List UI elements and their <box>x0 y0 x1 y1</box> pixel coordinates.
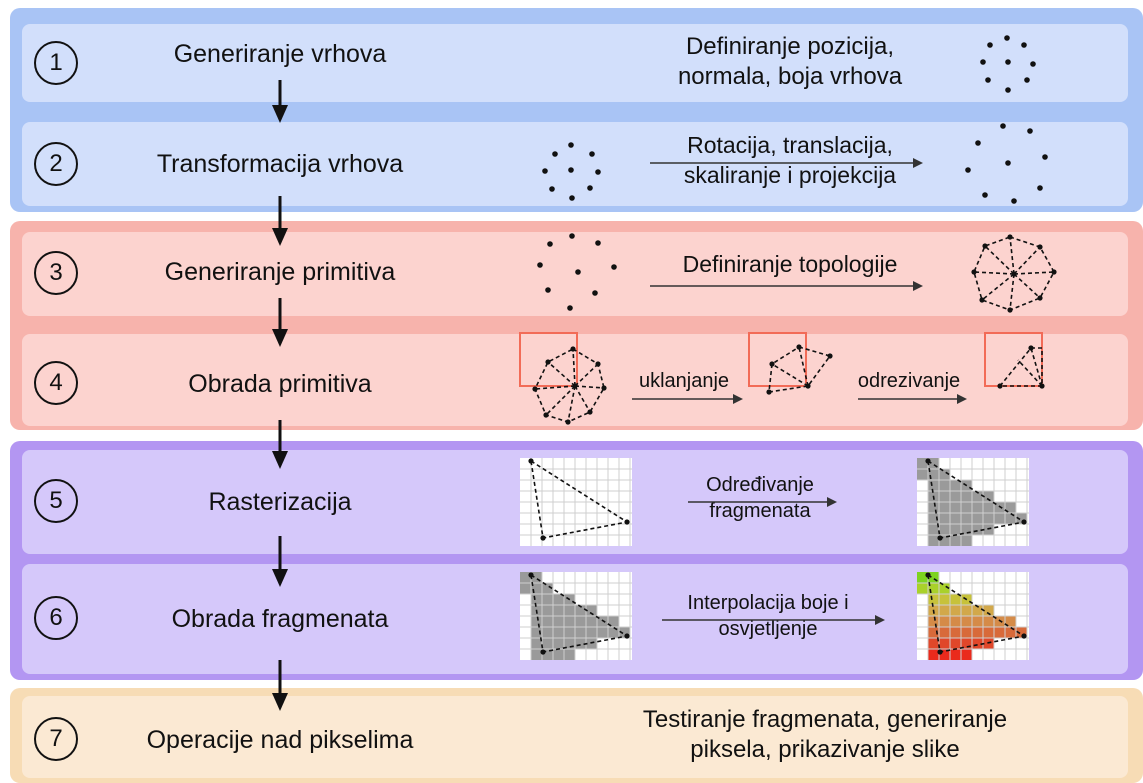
step-label-5: Rasterizacija <box>208 488 352 516</box>
step-number-2: 2 <box>34 142 78 186</box>
step-row-7 <box>22 696 1128 778</box>
fragment-grid-before <box>520 572 632 660</box>
step-description-6: Interpolacija boje i osvjetljenje <box>658 590 878 642</box>
step-label-4: Obrada primitiva <box>188 370 372 398</box>
step-description-3: Definiranje topologije <box>682 251 898 277</box>
clip-box-a <box>519 332 578 387</box>
topology-vertices <box>971 234 1057 313</box>
step-number-4: 4 <box>34 361 78 405</box>
step-description-2: Rotacija, translacija, skaliranje i proj… <box>620 130 960 190</box>
step-description-5: Određivanje fragmenata <box>680 472 840 524</box>
step-label-2: Transformacija vrhova <box>156 150 404 178</box>
step-number-5: 5 <box>34 479 78 523</box>
vertex-cloud-1 <box>980 35 1036 93</box>
vertex-cloud-2b <box>965 123 1048 204</box>
step-row-1 <box>22 24 1128 102</box>
step-description-4a: uklanjanje <box>638 370 730 392</box>
step-description-5-text: Određivanje fragmenata <box>706 474 814 522</box>
step-description-2-text: Rotacija, translacija, skaliranje i proj… <box>683 132 897 188</box>
step-label-3: Generiranje primitiva <box>164 258 396 286</box>
step-description-1: Definiranje pozicija, normala, boja vrho… <box>600 32 980 92</box>
step-description-7-text: Testiranje fragmenata, generiranje pikse… <box>642 706 1008 763</box>
vertex-cloud-2a <box>542 142 601 201</box>
step-description-1-text: Definiranje pozicija, normala, boja vrho… <box>677 33 903 90</box>
vertex-cloud-3 <box>537 233 617 311</box>
raster-grid-before <box>520 458 632 546</box>
step-description-6-text: Interpolacija boje i osvjetljenje <box>687 592 849 640</box>
step-description-7: Testiranje fragmenata, generiranje pikse… <box>575 705 1075 765</box>
step-row-2 <box>22 122 1128 206</box>
step-number-1: 1 <box>34 41 78 85</box>
step-label-1: Generiranje vrhova <box>173 40 387 68</box>
culled-polygon <box>768 346 832 393</box>
step-number-6: 6 <box>34 596 78 640</box>
step-number-3: 3 <box>34 251 78 295</box>
step-label-6: Obrada fragmenata <box>171 605 389 633</box>
clip-box-c <box>984 332 1043 387</box>
step-row-3 <box>22 232 1128 316</box>
fragment-grid-after <box>917 572 1029 660</box>
step-description-4b: odrezivanje <box>857 370 961 392</box>
step-label-7: Operacije nad pikselima <box>146 726 414 754</box>
clip-box-b <box>748 332 807 387</box>
raster-grid-after <box>917 458 1029 546</box>
clipped-polygon <box>998 347 1043 387</box>
step-number-7: 7 <box>34 717 78 761</box>
